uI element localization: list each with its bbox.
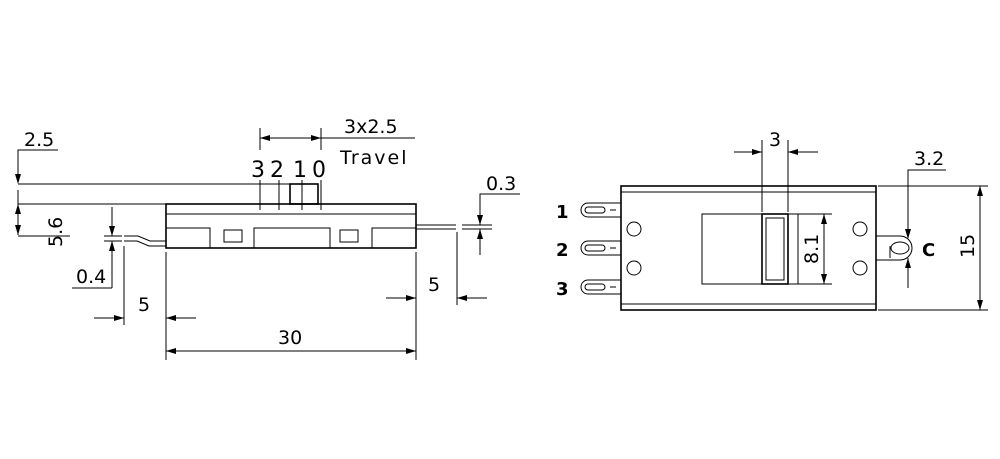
hole-arrow-top: [905, 229, 911, 239]
left-pin: [124, 235, 166, 247]
pin-thick-arrow-top: [109, 226, 115, 236]
body-window-right: [339, 229, 359, 243]
dim-hole-label: 3.2: [914, 148, 944, 170]
hole-leader: [907, 169, 946, 238]
height-arrow-top: [15, 204, 21, 214]
dim-pin-offset-label: 0.3: [486, 173, 516, 195]
dim-left-pin-label: 5: [138, 294, 150, 316]
common-pin-tab: [876, 235, 913, 261]
position-3-label: 3: [251, 158, 265, 183]
knob-width-arrow-left: [752, 149, 762, 155]
slider-slot: [701, 213, 799, 285]
pin-1-slot: [584, 206, 606, 214]
switch-frame: [620, 185, 877, 311]
dim-travel-label: 3x2.5: [344, 116, 398, 138]
width-arrow-bottom: [977, 300, 983, 310]
pin-3-slot: [584, 283, 606, 291]
position-1-label: 1: [293, 158, 307, 183]
thickness-leader: [17, 149, 58, 178]
right-pin-arrow-outer: [457, 295, 467, 301]
top-view: 1 2 3 C 3 8.1 3.2 15: [556, 129, 988, 311]
travel-label: Travel: [339, 147, 408, 169]
pin-3-label: 3: [556, 279, 569, 300]
slider-knob-top: [761, 213, 789, 285]
width-arrow-top: [977, 186, 983, 196]
pin-thick-arrow-bottom: [109, 241, 115, 251]
position-2-label: 2: [270, 158, 284, 183]
pin-offset-arrow-top: [477, 215, 483, 225]
mount-hole-right-bottom: [852, 260, 868, 276]
pin-2-label: 2: [556, 240, 569, 261]
pin-1-label: 1: [556, 202, 569, 223]
dim-width-label: 15: [957, 234, 979, 258]
dim-knob-length-label: 8.1: [801, 234, 823, 264]
knob-width-arrow-right: [788, 149, 798, 155]
left-pin-arrow-outer: [114, 315, 124, 321]
slider-knob-inner: [765, 217, 785, 281]
mount-hole-left-bottom: [626, 260, 642, 276]
body-window-left: [223, 229, 243, 243]
side-view: 2.5 3x2.5 Travel 3 2 1 0: [15, 116, 520, 360]
common-pin-hole: [890, 241, 910, 255]
thickness-arrow: [15, 174, 21, 184]
travel-arrow-right: [311, 135, 321, 141]
body-bottom-profile: [166, 227, 416, 248]
pin-1-tab: [580, 202, 621, 218]
knob-length-arrow-bottom: [821, 274, 827, 284]
pin-3-tab: [580, 279, 621, 295]
length-arrow-right: [406, 348, 416, 354]
dim-thickness-label: 2.5: [24, 129, 54, 151]
left-pin-arrow-inner: [166, 315, 176, 321]
dim-pin-thick-label: 0.4: [76, 266, 106, 288]
knob-length-arrow-top: [821, 214, 827, 224]
slider-knob: [289, 183, 319, 205]
length-arrow-left: [166, 348, 176, 354]
height-arrow-bottom: [15, 225, 21, 235]
pin-offset-arrow-bottom: [477, 229, 483, 239]
pin-2-tab: [580, 240, 621, 256]
mount-hole-left-top: [626, 221, 642, 237]
dim-length-label: 30: [278, 327, 302, 349]
travel-arrow-left: [260, 135, 270, 141]
pin-offset-leader: [479, 193, 520, 225]
dim-right-pin-label: 5: [428, 274, 440, 296]
dim-knob-width-label: 3: [769, 129, 781, 151]
switch-body: [165, 203, 417, 249]
position-0-label: 0: [312, 158, 326, 183]
mount-hole-right-top: [852, 221, 868, 237]
hole-arrow-bottom: [905, 258, 911, 268]
pin-2-slot: [584, 244, 606, 252]
dim-height-label: 5.6: [45, 217, 67, 247]
right-pin-arrow-inner: [406, 295, 416, 301]
common-pin-label: C: [922, 240, 935, 261]
